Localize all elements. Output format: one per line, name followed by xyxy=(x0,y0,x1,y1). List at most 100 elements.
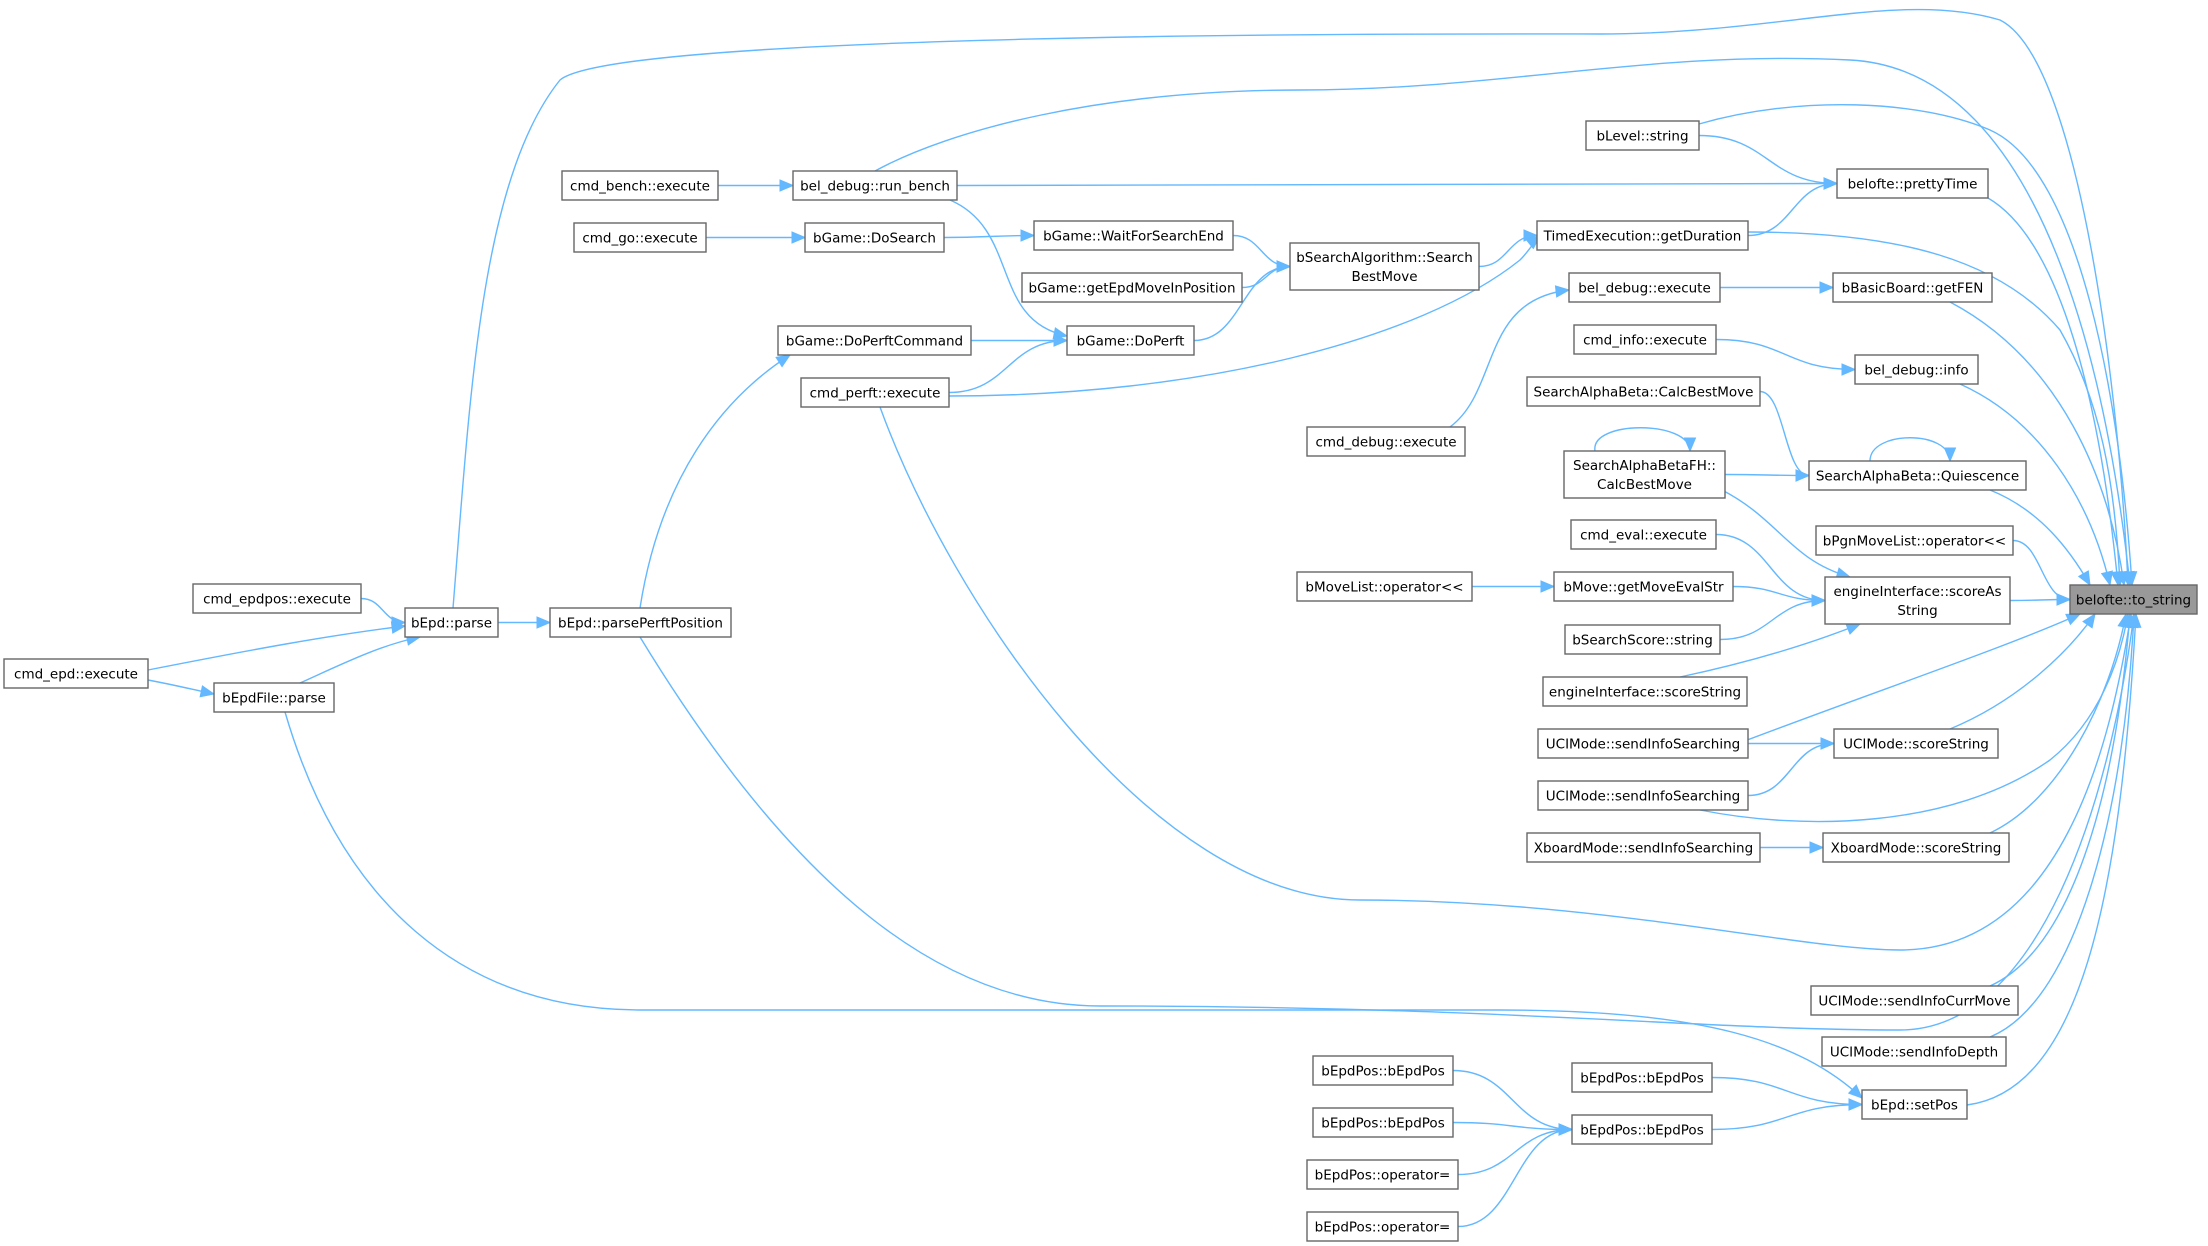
edge-line xyxy=(1699,613,2129,823)
node-waitforsearchend[interactable]: bGame::WaitForSearchEnd xyxy=(1033,220,1234,251)
node-bepdpos-d[interactable]: bEpdPos::bEpdPos xyxy=(1312,1107,1454,1138)
edge-line xyxy=(2012,539,2071,601)
node-cmd-bench[interactable]: cmd_bench::execute xyxy=(561,170,719,201)
node-box xyxy=(804,222,945,253)
node-bepdfile-parse[interactable]: bEpdFile::parse xyxy=(213,682,335,713)
node-parseperft[interactable]: bEpd::parsePerftPosition xyxy=(549,607,732,638)
node-uci-sis1[interactable]: UCIMode::sendInfoSearching xyxy=(1537,728,1749,759)
edge-parsePerft-to-DoPerftCommand xyxy=(639,354,792,609)
node-label: bEpdPos::operator= xyxy=(1315,1168,1451,1184)
node-box xyxy=(1021,272,1243,303)
node-doperftcommand[interactable]: bGame::DoPerftCommand xyxy=(777,325,972,356)
edge-cmd_perft-to-DoPerft xyxy=(948,334,1069,394)
edge-line xyxy=(1989,613,2127,834)
edge-line xyxy=(1699,613,2081,759)
node-getmoveevalstr[interactable]: bMove::getMoveEvalStr xyxy=(1553,571,1734,602)
node-bepdpos-a[interactable]: bEpdPos::bEpdPos xyxy=(1571,1062,1713,1093)
node-box xyxy=(1571,1062,1713,1093)
arrowhead-icon xyxy=(1683,437,1697,453)
node-dosearch[interactable]: bGame::DoSearch xyxy=(804,222,945,253)
arrowhead-icon xyxy=(1841,363,1857,376)
node-cmd-epd[interactable]: cmd_epd::execute xyxy=(3,658,149,689)
node-blevel-string[interactable]: bLevel::string xyxy=(1585,120,1700,151)
node-uci-sis2[interactable]: UCIMode::sendInfoSearching xyxy=(1537,780,1749,811)
node-box xyxy=(1537,728,1749,759)
node-label: bMove::getMoveEvalStr xyxy=(1563,580,1724,596)
edge-uci_scoreString-to-to_string xyxy=(1949,612,2096,730)
edge-cmd_info-to-bel_debug_info xyxy=(1715,338,1857,376)
node-uci-depth[interactable]: UCIMode::sendInfoDepth xyxy=(1821,1036,2007,1067)
node-cmd-epdpos[interactable]: cmd_epdpos::execute xyxy=(192,583,362,614)
node-run-bench[interactable]: bel_debug::run_bench xyxy=(792,170,958,201)
node-bsearchscore[interactable]: bSearchScore::string xyxy=(1564,624,1721,655)
edge-DoPerftCommand-to-DoPerft xyxy=(970,334,1069,347)
node-cmd-go[interactable]: cmd_go::execute xyxy=(573,222,707,253)
node-cmd-perft[interactable]: cmd_perft::execute xyxy=(800,377,950,408)
node-bpgnmovelist[interactable]: bPgnMoveList::operator<< xyxy=(1815,525,2014,556)
node-sab-calcbestmove[interactable]: SearchAlphaBeta::CalcBestMove xyxy=(1526,376,1761,407)
edge-scoreAsString-to-to_string xyxy=(2009,593,2072,606)
node-box xyxy=(1564,624,1721,655)
arrowhead-icon xyxy=(199,685,216,698)
node-xb-scorestring[interactable]: XboardMode::scoreString xyxy=(1822,832,2010,863)
node-getduration[interactable]: TimedExecution::getDuration xyxy=(1536,220,1749,251)
node-label: UCIMode::sendInfoCurrMove xyxy=(1818,994,2010,1010)
node-bel-debug-execute[interactable]: bel_debug::execute xyxy=(1568,272,1721,303)
arrowhead-icon xyxy=(1848,1098,1864,1111)
node-label: bEpd::parse xyxy=(411,616,492,632)
node-uci-scorestring[interactable]: UCIMode::scoreString xyxy=(1833,728,1999,759)
node-ei-scorestring[interactable]: engineInterface::scoreString xyxy=(1542,676,1748,707)
node-opeq-1[interactable]: bEpdPos::operator= xyxy=(1306,1159,1459,1190)
node-bepdpos-c[interactable]: bEpdPos::bEpdPos xyxy=(1312,1055,1454,1086)
node-getepdmove[interactable]: bGame::getEpdMoveInPosition xyxy=(1021,272,1243,303)
node-label: bel_debug::info xyxy=(1864,363,1968,379)
edge-line xyxy=(147,625,406,671)
node-to-string[interactable]: belofte::to_string xyxy=(2069,584,2198,615)
node-box xyxy=(1573,324,1717,355)
edge-cmd_debug-to-bel_debug_execute xyxy=(1449,285,1571,428)
edge-run_bench-to-to_string xyxy=(874,57,2135,587)
node-prettytime[interactable]: belofte::prettyTime xyxy=(1836,168,1989,199)
arrowhead-icon xyxy=(390,621,407,634)
node-xb-sis[interactable]: XboardMode::sendInfoSearching xyxy=(1526,832,1761,863)
edge-cmd_epdpos-to-bEpd_parse xyxy=(360,597,407,629)
node-label: bGame::WaitForSearchEnd xyxy=(1043,229,1224,245)
node-doperft[interactable]: bGame::DoPerft xyxy=(1066,325,1195,356)
node-bel-debug-info[interactable]: bel_debug::info xyxy=(1854,354,1979,385)
node-label: CalcBestMove xyxy=(1597,477,1692,493)
node-box xyxy=(1289,242,1480,291)
node-label: SearchAlphaBetaFH:: xyxy=(1573,458,1716,474)
edge-line xyxy=(1759,390,1810,477)
node-getfen[interactable]: bBasicBoard::getFEN xyxy=(1832,272,1993,303)
node-box xyxy=(1861,1089,1968,1120)
edge-getDuration-to-prettyTime xyxy=(1747,177,1839,237)
node-cmd-info[interactable]: cmd_info::execute xyxy=(1573,324,1717,355)
edge-bPgnMoveList-to-to_string xyxy=(2012,539,2072,606)
node-bepdpos-b[interactable]: bEpdPos::bEpdPos xyxy=(1571,1114,1713,1145)
arrowhead-icon xyxy=(775,354,792,368)
node-label: bel_debug::execute xyxy=(1578,281,1711,297)
node-box xyxy=(1312,1055,1454,1086)
node-bepd-parse[interactable]: bEpd::parse xyxy=(404,607,499,638)
node-opeq-2[interactable]: bEpdPos::operator= xyxy=(1306,1211,1459,1242)
node-box xyxy=(3,658,149,689)
node-label: cmd_debug::execute xyxy=(1315,435,1456,451)
edge-bEpdPos_b-to-setPos xyxy=(1711,1098,1864,1131)
node-sabfh-calcbestmove[interactable]: SearchAlphaBetaFH::CalcBestMove xyxy=(1563,450,1726,499)
arrowhead-icon xyxy=(1820,737,1836,750)
node-box xyxy=(1571,1114,1713,1145)
edge-line xyxy=(1719,599,1826,641)
arrowhead-icon xyxy=(1540,580,1556,593)
node-label: bGame::DoPerft xyxy=(1077,334,1185,350)
arrowhead-icon xyxy=(1809,841,1825,854)
node-quiescence[interactable]: SearchAlphaBeta::Quiescence xyxy=(1808,460,2027,491)
node-bmovelist[interactable]: bMoveList::operator<< xyxy=(1296,571,1473,602)
node-setpos[interactable]: bEpd::setPos xyxy=(1861,1089,1968,1120)
node-cmd-eval[interactable]: cmd_eval::execute xyxy=(1570,519,1717,550)
nodes-layer: belofte::to_string belofte::prettyTime bLe… xyxy=(3,120,2198,1242)
node-uci-currmove[interactable]: UCIMode::sendInfoCurrMove xyxy=(1810,985,2019,1016)
node-cmd-debug[interactable]: cmd_debug::execute xyxy=(1306,426,1466,457)
